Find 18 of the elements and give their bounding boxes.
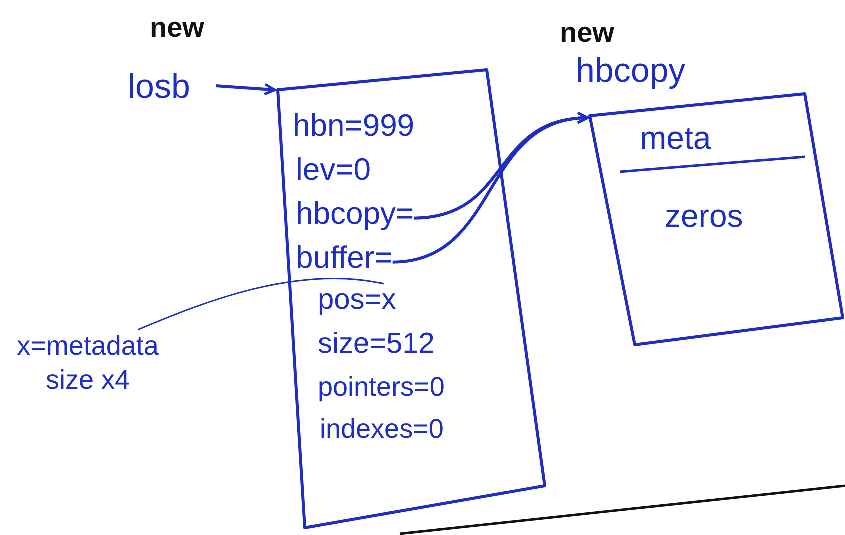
leader-line <box>138 278 385 331</box>
variable-name: losb <box>128 68 192 107</box>
new-annotation: new <box>150 12 204 44</box>
new-annotation: new <box>560 17 614 49</box>
field-text: pointers=0 <box>318 372 445 403</box>
struct-title: hbcopy <box>576 52 686 91</box>
field-text: hbcopy= <box>296 196 414 232</box>
field-text: indexes=0 <box>320 414 444 445</box>
field-text: hbn=999 <box>293 108 415 144</box>
pointer-arrow <box>392 112 590 264</box>
field-text: meta <box>640 120 712 157</box>
field-text: lev=0 <box>296 152 371 188</box>
pointer-arrow <box>216 83 276 96</box>
field-text: pos=x <box>318 284 396 317</box>
field-text: size=512 <box>318 328 435 361</box>
field-text: zeros <box>665 198 744 235</box>
note-text: x=metadata size x4 <box>16 330 160 397</box>
field-text: buffer= <box>296 240 393 276</box>
